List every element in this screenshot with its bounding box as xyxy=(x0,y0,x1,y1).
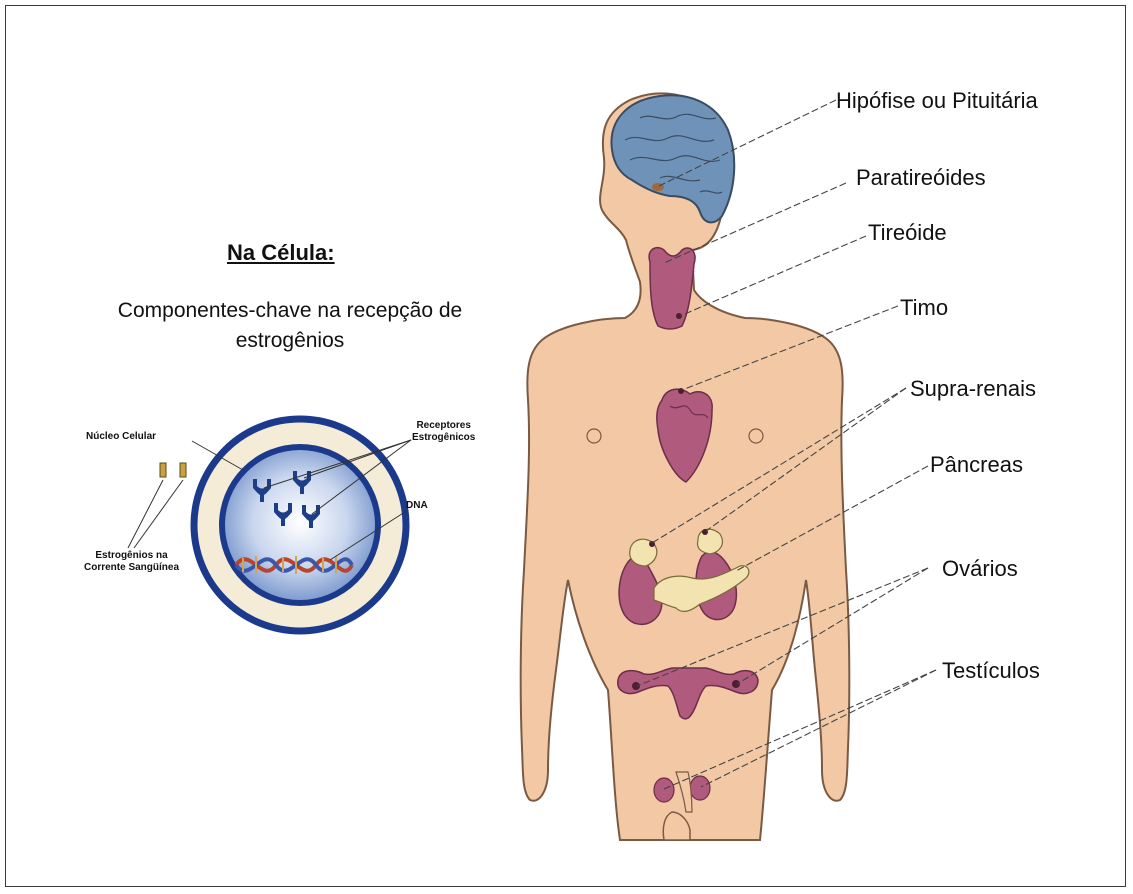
label-pancreas: Pâncreas xyxy=(930,452,1023,478)
label-pituitary: Hipófise ou Pituitária xyxy=(836,88,1038,114)
label-adrenals: Supra-renais xyxy=(910,376,1036,402)
right-adrenal xyxy=(698,529,723,554)
label-estrogens: Estrogênios na Corrente Sangüínea xyxy=(84,550,179,574)
estrogen-molecules xyxy=(160,463,186,477)
cell-diagram xyxy=(128,419,411,631)
label-estrogens-line1: Estrogênios na xyxy=(84,550,179,562)
label-dna: DNA xyxy=(406,500,428,512)
label-estrogens-line2: Corrente Sangüínea xyxy=(84,562,179,574)
label-ovaries: Ovários xyxy=(942,556,1018,582)
label-receptors-line1: Receptores xyxy=(412,420,475,432)
cell-section-subtitle: Componentes-chave na recepção de estrogê… xyxy=(100,296,480,356)
right-testicle xyxy=(690,776,710,800)
left-testicle xyxy=(654,778,674,802)
human-body xyxy=(521,93,850,840)
cell-section-title: Na Célula: xyxy=(227,240,335,266)
label-thymus: Timo xyxy=(900,295,948,321)
label-thyroid: Tireóide xyxy=(868,220,947,246)
label-testicles: Testículos xyxy=(942,658,1040,684)
label-parathyroids: Paratireóides xyxy=(856,165,986,191)
cell-nucleus xyxy=(222,447,378,603)
label-nucleus: Núcleo Celular xyxy=(86,431,156,443)
label-receptors: Receptores Estrogênicos xyxy=(412,420,475,444)
label-receptors-line2: Estrogênicos xyxy=(412,432,475,444)
